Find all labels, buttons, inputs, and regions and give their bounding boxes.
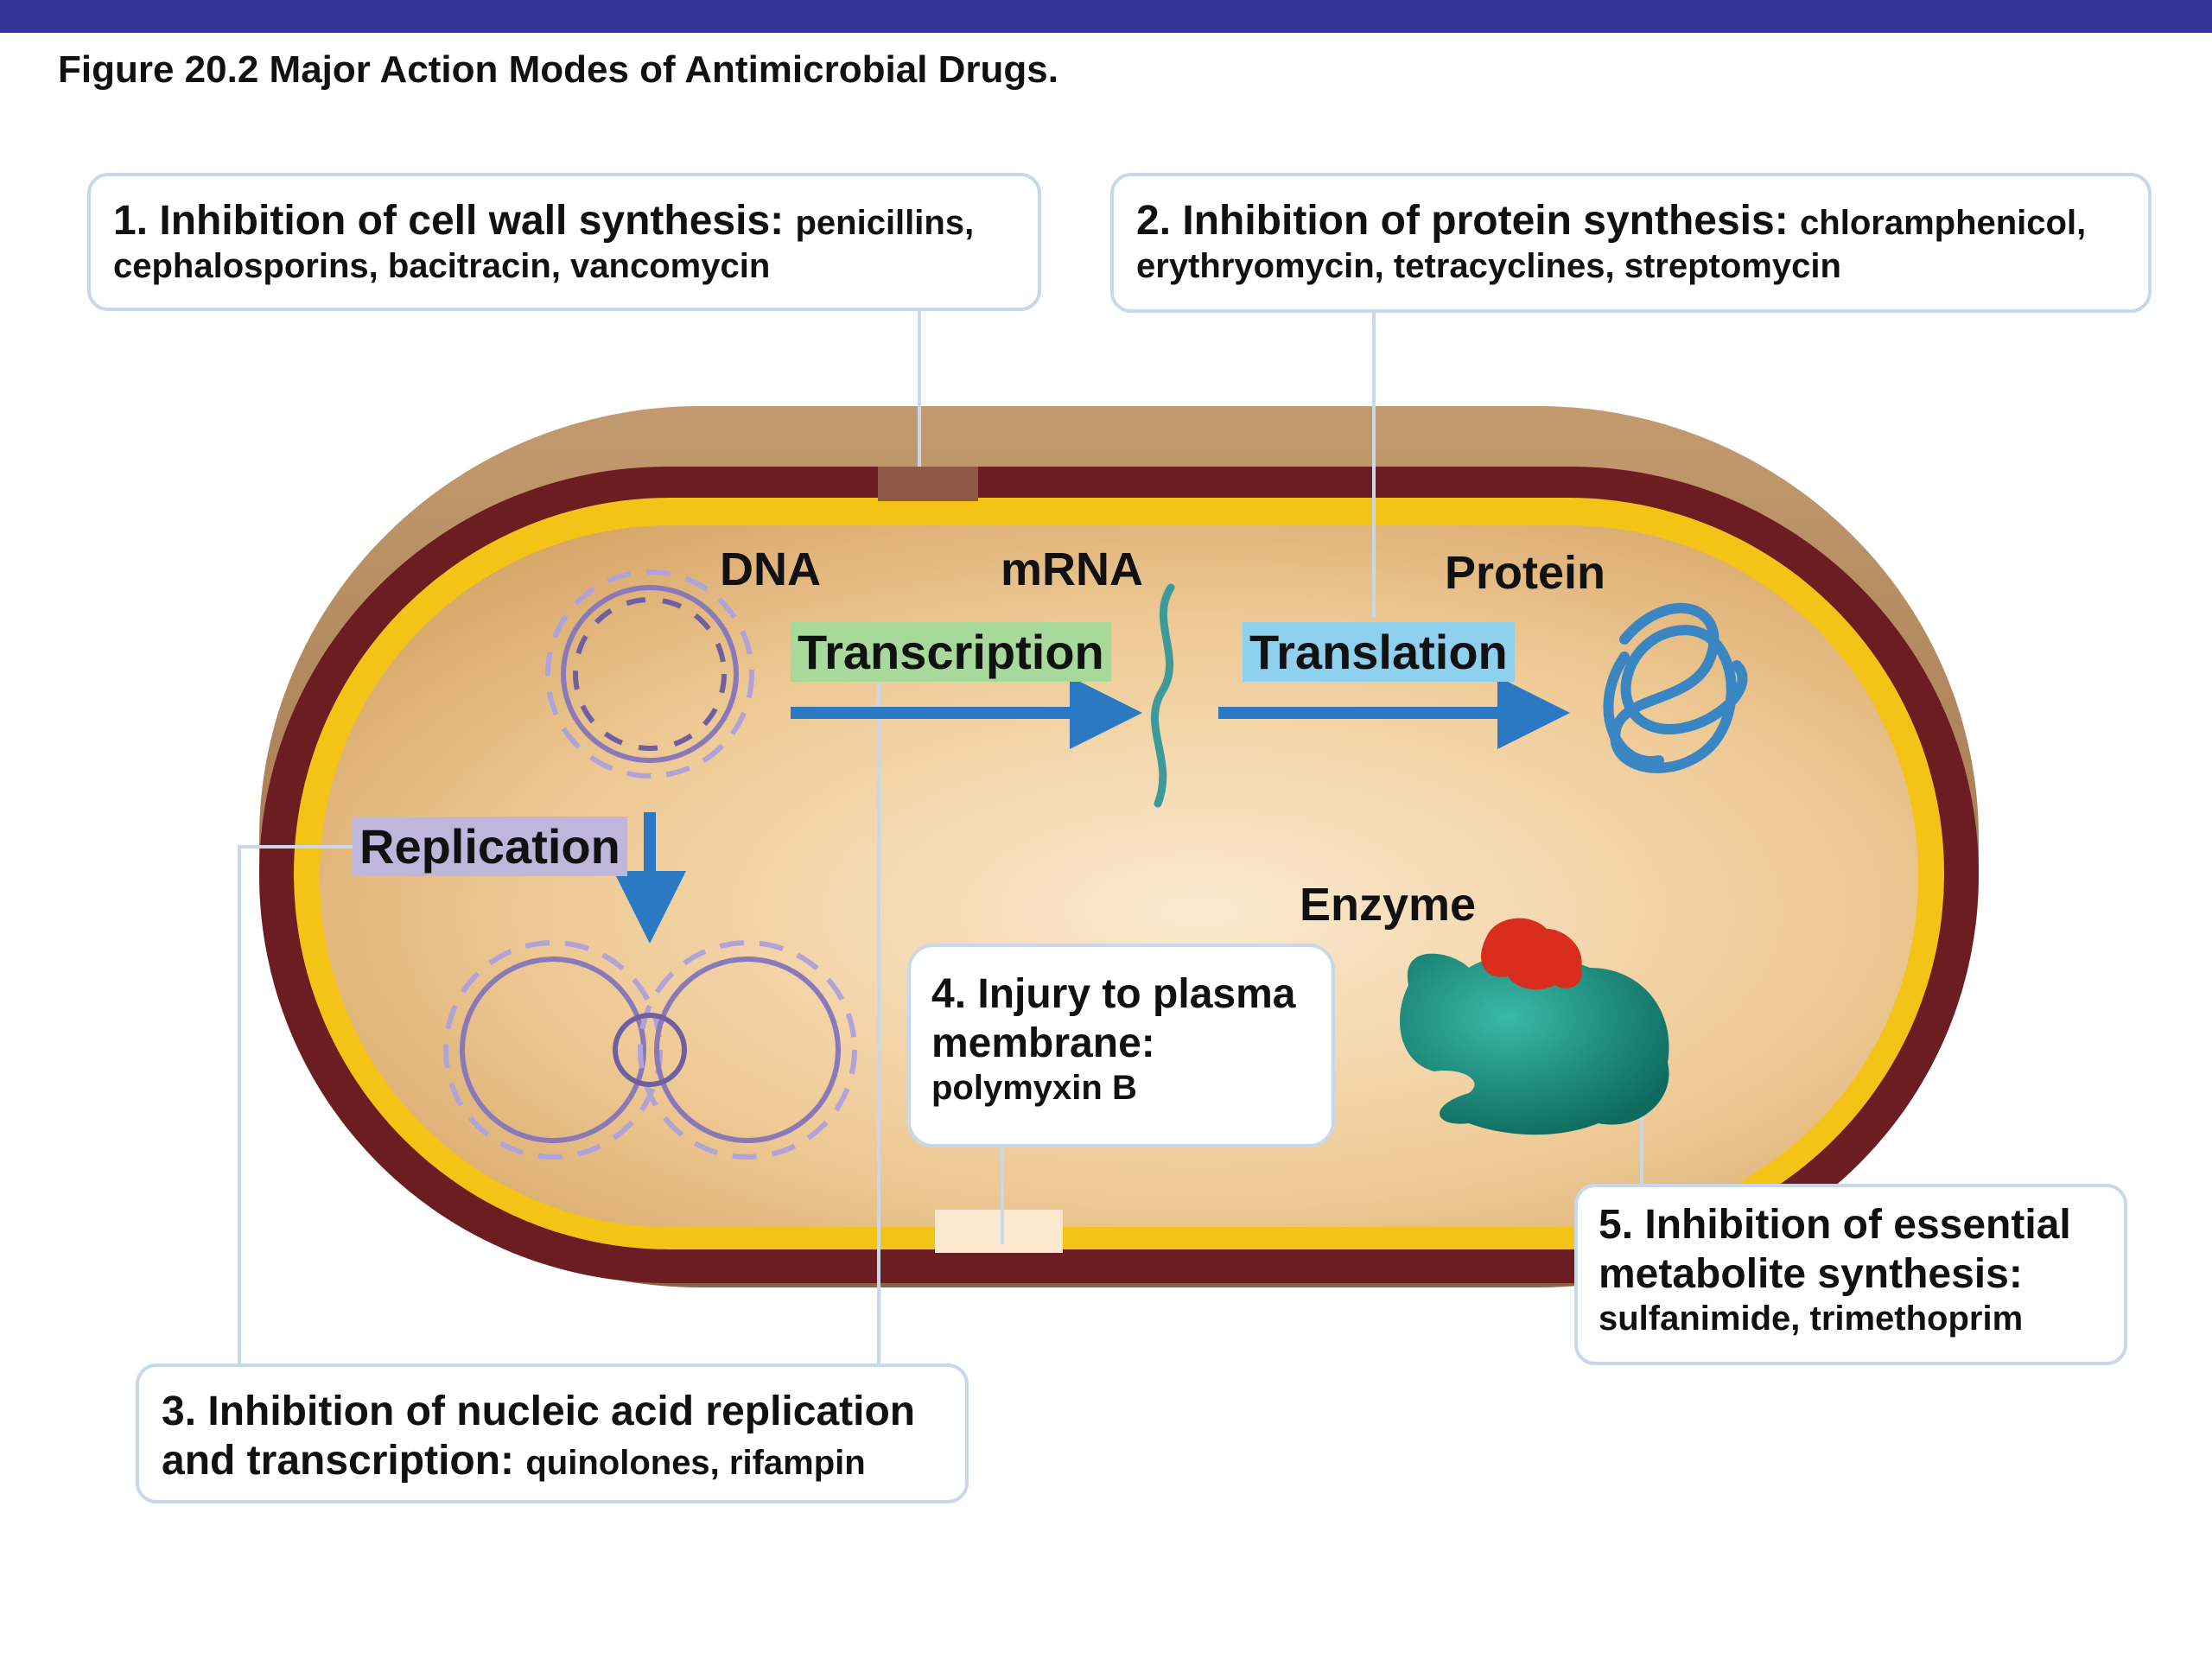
replication-label: Replication	[353, 817, 627, 876]
mrna-strand	[1151, 583, 1175, 808]
callout-2-heading: 2. Inhibition of protein synthesis:	[1136, 198, 1801, 244]
callout-2-drugs: chloramphenicol, erythryomycin, tetracyc…	[1136, 204, 2087, 285]
callout-5-drugs: sulfanimide, trimethoprim	[1599, 1300, 2024, 1338]
mrna-label: mRNA	[1001, 543, 1144, 595]
callout-cell-wall-synthesis: 1. Inhibition of cell wall synthesis: pe…	[87, 173, 1041, 311]
figure-title: Figure 20.2 Major Action Modes of Antimi…	[58, 48, 1058, 91]
callout-3-heading: 3. Inhibition of nucleic acid replicatio…	[162, 1389, 916, 1484]
callout-5-heading: 5. Inhibition of essential metabolite sy…	[1599, 1202, 2071, 1297]
dna-molecule	[545, 569, 754, 779]
membrane-gap	[935, 1210, 1063, 1253]
translation-label: Translation	[1243, 622, 1515, 682]
process-arrows	[613, 677, 1570, 944]
leader-line-3a	[238, 845, 359, 1363]
callout-nucleic-acid-synthesis: 3. Inhibition of nucleic acid replicatio…	[136, 1363, 969, 1503]
callout-3-drugs: quinolones, rifampin	[525, 1443, 866, 1482]
cell-wall-gap	[878, 467, 978, 501]
callout-4-heading: 4. Injury to plasma membrane:	[931, 971, 1296, 1066]
dna-label: DNA	[720, 543, 821, 595]
callout-1-drugs: penicillins, cephalosporins, bacitracin,…	[113, 204, 975, 285]
protein-molecule	[1603, 602, 1748, 773]
callout-4-drugs: polymyxin B	[931, 1069, 1137, 1108]
transcription-label: Transcription	[791, 622, 1111, 682]
replicated-dna	[443, 940, 857, 1160]
callout-1-heading: 1. Inhibition of cell wall synthesis:	[113, 198, 796, 244]
top-bar	[0, 0, 2212, 33]
enzyme-label: Enzyme	[1300, 879, 1477, 931]
callout-metabolite-synthesis: 5. Inhibition of essential metabolite sy…	[1574, 1184, 2127, 1365]
enzyme-molecule	[1400, 918, 1669, 1135]
callout-protein-synthesis: 2. Inhibition of protein synthesis: chlo…	[1110, 173, 2152, 313]
protein-label: Protein	[1445, 547, 1606, 599]
callout-plasma-membrane: 4. Injury to plasma membrane: polymyxin …	[907, 944, 1335, 1147]
